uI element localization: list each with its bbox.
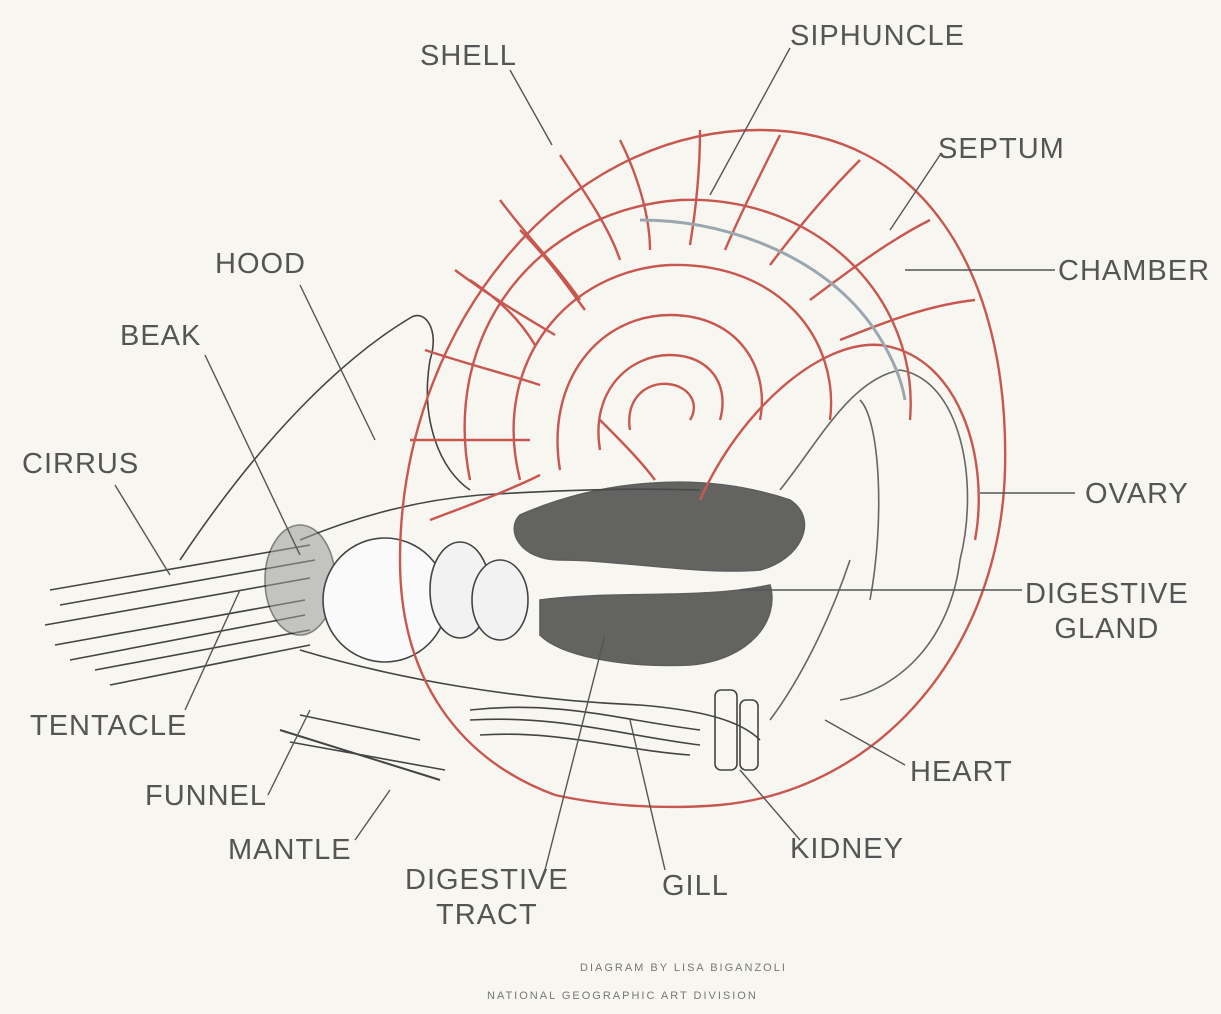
label-gill: GILL (662, 872, 729, 901)
shell-leader (510, 70, 552, 145)
label-tentacle: TENTACLE (30, 712, 187, 741)
label-digestive-tract-line2: TRACT (405, 901, 569, 930)
label-digestive-tract-line1: DIGESTIVE (405, 866, 569, 895)
siphuncle-leader (710, 48, 790, 195)
hood-outline (180, 316, 470, 560)
mantle-leader (355, 790, 390, 840)
label-funnel: FUNNEL (145, 782, 267, 811)
label-mantle: MANTLE (228, 836, 352, 865)
label-hood: HOOD (215, 250, 306, 279)
shell-outer (400, 130, 1005, 807)
digestive-tract-leader (545, 635, 605, 870)
kidney-leader (740, 770, 800, 840)
label-digestive-tract: DIGESTIVE TRACT (405, 866, 569, 930)
funnel-leader (268, 710, 310, 795)
label-septum: SEPTUM (938, 135, 1065, 164)
septum-leader (890, 155, 940, 230)
label-beak: BEAK (120, 322, 201, 351)
label-heart: HEART (910, 758, 1013, 787)
label-cirrus: CIRRUS (22, 450, 139, 479)
label-digestive-gland: DIGESTIVE GLAND (1025, 580, 1189, 644)
siphuncle-tube (640, 220, 905, 400)
shell (400, 130, 1005, 807)
tentacle-leader (185, 590, 240, 710)
label-shell: SHELL (420, 42, 517, 71)
beak-leader (205, 355, 300, 555)
cirrus-leader (115, 485, 170, 575)
credit-line-2: NATIONAL GEOGRAPHIC ART DIVISION (487, 990, 758, 1002)
label-kidney: KIDNEY (790, 835, 904, 864)
gill-leader (630, 720, 665, 870)
label-digestive-gland-line1: DIGESTIVE (1025, 580, 1189, 609)
label-digestive-gland-line2: GLAND (1025, 615, 1189, 644)
hood-leader (300, 285, 375, 440)
label-ovary: OVARY (1085, 480, 1189, 509)
label-chamber: CHAMBER (1058, 257, 1210, 286)
credit-line-1: DIAGRAM BY LISA BIGANZOLI (580, 962, 787, 974)
leader-lines (115, 48, 1075, 870)
label-siphuncle: SIPHUNCLE (790, 22, 965, 51)
